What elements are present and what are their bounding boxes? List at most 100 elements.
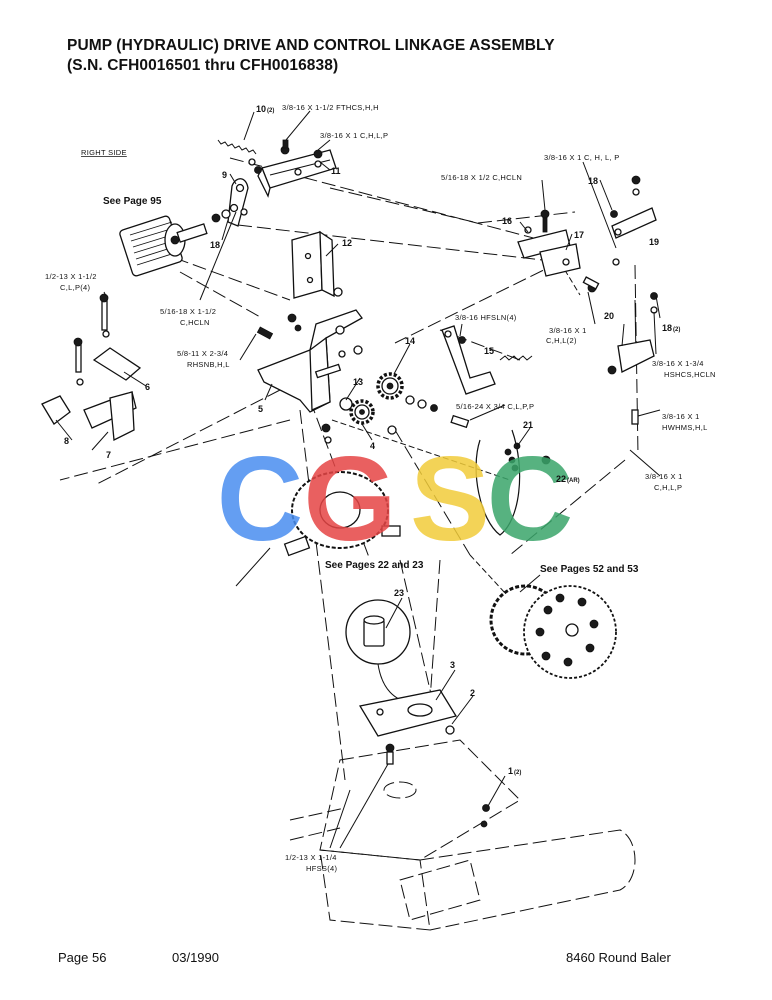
shaft-hardware — [321, 395, 470, 444]
spec-label: 3/8-16 X 1 — [662, 412, 700, 421]
see-page-95-label: See Page 95 — [103, 196, 162, 207]
callout-16: 16 — [502, 216, 512, 226]
hardware-specs: 3/8-16 X 1-1/2 FTHCS,H,H 3/8-16 X 1 C,H,… — [45, 103, 716, 873]
callout-13: 13 — [353, 377, 363, 387]
guide-line — [439, 329, 521, 361]
spec-label: 3/8-16 X 1-3/4 — [652, 359, 704, 368]
spec-label: C,L,P(4) — [60, 283, 91, 292]
callout-number: 18 — [662, 323, 672, 333]
callout-number: 1 — [508, 766, 513, 776]
callout-17: 17 — [574, 230, 584, 240]
mount-brackets — [41, 293, 142, 442]
guide-line — [394, 261, 561, 344]
callout-20: 20 — [604, 311, 614, 321]
sprocket-14 — [376, 372, 404, 400]
callout-10: 10(2) — [256, 104, 274, 114]
see-pages-22-23-label: See Pages 22 and 23 — [325, 560, 424, 571]
main-bracket-5 — [256, 309, 363, 413]
hydraulic-pump — [119, 215, 208, 277]
guide-line — [509, 459, 626, 556]
spec-label: C,HCLN — [180, 318, 210, 327]
watermark-letter: S — [410, 432, 490, 566]
callout-number: 22 — [556, 474, 566, 484]
spec-label: 5/8-11 X 2-3/4 — [177, 349, 228, 358]
callout-18-left: 18 — [210, 240, 220, 250]
callout-19: 19 — [649, 237, 659, 247]
bracket-11 — [254, 139, 337, 198]
watermark-letter: C — [487, 432, 574, 566]
watermark-letter: C — [217, 432, 304, 566]
spring-10 — [217, 139, 257, 166]
guide-line — [394, 429, 471, 556]
spec-label: HFSS(4) — [306, 864, 337, 873]
spec-label: C,H,L,P — [654, 483, 682, 492]
detail-23 — [345, 599, 413, 705]
callout-14: 14 — [405, 336, 415, 346]
drive-sprocket — [283, 471, 401, 557]
guide-line — [559, 261, 581, 296]
arm-9 — [211, 178, 249, 227]
guide-line — [299, 409, 346, 781]
callout-3: 3 — [450, 660, 455, 670]
guide-line — [174, 257, 291, 301]
guide-line — [477, 211, 576, 224]
guide-line — [329, 187, 479, 224]
callout-11: 11 — [331, 166, 341, 176]
callout-8: 8 — [64, 436, 69, 446]
callout-18-top: 18 — [588, 176, 598, 186]
watermark-letter: G — [303, 432, 396, 566]
spec-label: 1/2-13 X 1-1/2 — [45, 272, 97, 281]
spec-label: 3/8-16 X 1 — [645, 472, 683, 481]
callout-9: 9 — [222, 170, 227, 180]
callout-5: 5 — [258, 404, 263, 414]
watermark-logo: C G S C — [217, 432, 574, 566]
lever-15 — [441, 325, 496, 395]
guide-line — [94, 389, 281, 486]
part-callouts: 10(2) 11 9 18 12 14 13 15 5 4 6 7 8 16 1… — [64, 104, 680, 776]
spec-label: 3/8-16 X 1 C, H, L, P — [544, 153, 620, 162]
callout-qty: (2) — [673, 327, 680, 333]
callout-1: 1(2) — [508, 766, 521, 776]
callout-23: 23 — [394, 588, 404, 598]
spec-label: 5/16-24 X 3/4 C,L,P,P — [456, 402, 534, 411]
callout-22: 22(AR) — [556, 474, 580, 484]
callout-12: 12 — [342, 238, 352, 248]
spec-label: 3/8-16 X 1-1/2 FTHCS,H,H — [282, 103, 379, 112]
lower-frame — [289, 739, 636, 931]
callout-21: 21 — [523, 420, 533, 430]
spec-label: HWHMS,H,L — [662, 423, 708, 432]
page-subtitle: (S.N. CFH0016501 thru CFH0016838) — [67, 57, 339, 74]
callout-2: 2 — [470, 688, 475, 698]
page-title: PUMP (HYDRAULIC) DRIVE AND CONTROL LINKA… — [67, 37, 555, 54]
spec-label: C,H,L(2) — [546, 336, 577, 345]
callout-qty: (2) — [514, 770, 521, 776]
spec-label: HSHCS,HCLN — [664, 370, 716, 379]
base-plate — [358, 689, 458, 737]
spec-label: 5/16-18 X 1-1/2 — [160, 307, 216, 316]
callout-number: 10 — [256, 104, 266, 114]
spec-label: 3/8-16 X 1 — [549, 326, 587, 335]
spec-label: 3/8-16 X 1 C,H,L,P — [320, 131, 388, 140]
driven-sprocket — [489, 584, 617, 679]
spec-label: 3/8-16 HFSLN(4) — [455, 313, 517, 322]
footer-product: 8460 Round Baler — [566, 950, 671, 965]
bracket-12 — [291, 230, 343, 299]
callout-6: 6 — [145, 382, 150, 392]
callout-4: 4 — [370, 441, 375, 451]
guide-line — [179, 271, 263, 319]
guide-line — [237, 224, 561, 263]
callout-leaders — [55, 110, 661, 849]
guide-line — [331, 419, 511, 481]
footer-date: 03/1990 — [172, 950, 219, 965]
callout-18-right: 18(2) — [662, 323, 680, 333]
callout-qty: (AR) — [567, 478, 580, 484]
guide-line — [429, 559, 441, 701]
callout-qty: (2) — [267, 108, 274, 114]
sprocket-4 — [339, 397, 375, 425]
spec-label: 5/16-18 X 1/2 C,HCLN — [441, 173, 522, 182]
callout-7: 7 — [106, 450, 111, 460]
spec-label: RHSNB,H,L — [187, 360, 230, 369]
footer-page-number: Page 56 — [58, 950, 107, 965]
